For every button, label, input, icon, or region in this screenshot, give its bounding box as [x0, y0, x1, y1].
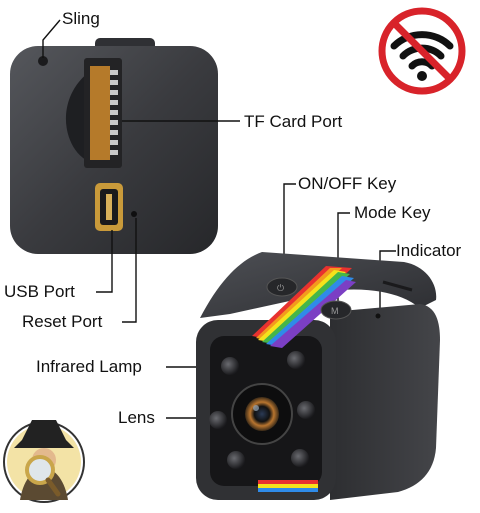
svg-text:⏻: ⏻: [277, 283, 284, 293]
no-wifi-icon: [378, 7, 466, 95]
spy-detective-icon: [3, 420, 85, 503]
ir-lamp: [209, 411, 227, 429]
on-off-key: [266, 277, 298, 297]
rainbow-stripe: [252, 266, 356, 492]
label-tf-card-port: TF Card Port: [244, 112, 343, 131]
top-vent: [382, 280, 413, 292]
tf-card-pins: [110, 70, 118, 155]
indicator-led: [375, 313, 381, 319]
svg-text:M: M: [331, 306, 339, 316]
camera-back-view: [10, 38, 218, 254]
camera-front-view: ⏻ M: [196, 252, 440, 500]
lens-highlight: [253, 405, 259, 411]
label-usb-port: USB Port: [4, 282, 75, 301]
mode-key: [320, 300, 352, 320]
ir-lamp: [221, 357, 239, 375]
label-sling: Sling: [62, 9, 100, 28]
ir-lamp: [291, 449, 309, 467]
label-mode-key: Mode Key: [354, 203, 431, 222]
usb-port-tongue: [106, 194, 112, 220]
ir-lamp: [287, 351, 305, 369]
ir-lamp: [297, 401, 315, 419]
sling-hole: [38, 56, 48, 66]
spy-hat: [14, 420, 74, 448]
ir-lamp: [227, 451, 245, 469]
label-reset-port: Reset Port: [22, 312, 103, 331]
reset-hole: [131, 211, 137, 217]
cube-side: [330, 304, 440, 500]
label-indicator: Indicator: [396, 241, 462, 260]
label-on-off-key: ON/OFF Key: [298, 174, 397, 193]
spy-magnifier: [25, 455, 55, 485]
label-lens: Lens: [118, 408, 155, 427]
label-infrared-lamp: Infrared Lamp: [36, 357, 142, 376]
tf-card-contacts: [90, 66, 110, 160]
lens-glass: [245, 397, 279, 431]
infrared-lamps: [209, 351, 315, 469]
